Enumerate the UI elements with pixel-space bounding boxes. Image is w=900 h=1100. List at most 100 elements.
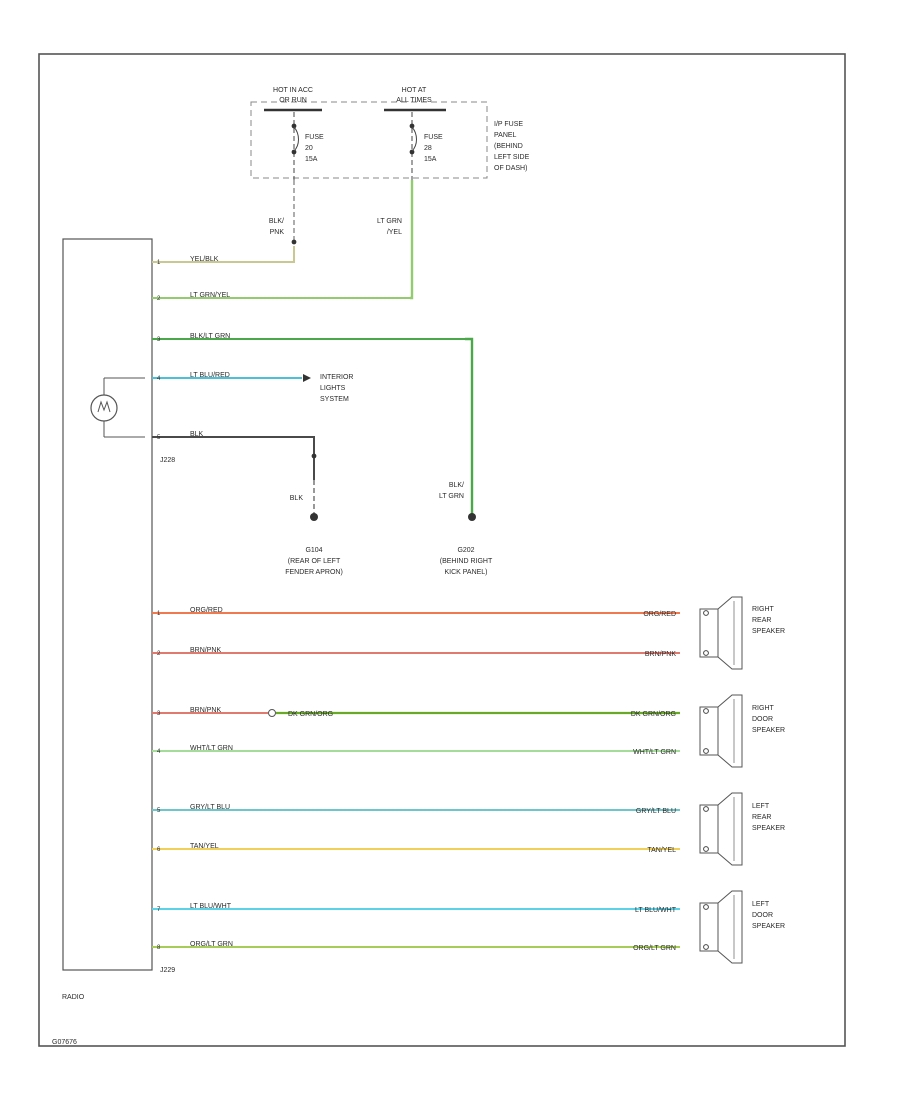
ground1-wire-label: BLK bbox=[290, 495, 304, 502]
fuse-28 bbox=[409, 112, 417, 180]
route-yel-blk bbox=[290, 246, 295, 263]
fuse1-wire-label-1: BLK/ bbox=[269, 218, 284, 225]
speaker4-line1: LEFT bbox=[752, 901, 770, 908]
radio-pin-5: 5 bbox=[157, 435, 161, 441]
speaker-terminal bbox=[703, 708, 709, 714]
radio-wire-label-13: ORG/LT GRN bbox=[190, 941, 233, 948]
radio-wire-label-8: BRN/PNK bbox=[190, 707, 221, 714]
speaker-terminal bbox=[703, 650, 709, 656]
radio-wire-label-10: GRY/LT BLU bbox=[190, 804, 230, 811]
radio-wire-label-9: WHT/LT GRN bbox=[190, 745, 233, 752]
radio-wire-label-6: ORG/RED bbox=[190, 607, 223, 614]
speaker-magnet bbox=[699, 608, 719, 658]
route-blk bbox=[308, 436, 315, 480]
radio-pin-13: 8 bbox=[157, 945, 161, 951]
ground1-line1: G104 bbox=[305, 547, 322, 554]
speakers bbox=[699, 596, 743, 964]
speaker4-line2: DOOR bbox=[752, 912, 773, 919]
speaker-magnet bbox=[699, 804, 719, 854]
radio-wire-label-7: BRN/PNK bbox=[190, 647, 221, 654]
radio-wire-label-2: LT GRN/YEL bbox=[190, 292, 230, 299]
radio-wire-label-1: YEL/BLK bbox=[190, 256, 219, 263]
ground2-line3: KICK PANEL) bbox=[444, 569, 487, 576]
interior-lights-2: LIGHTS bbox=[320, 385, 346, 392]
radio-pin-7: 2 bbox=[157, 651, 161, 657]
speaker-wire-label-7: LT BLU/WHT bbox=[635, 907, 677, 914]
speaker2-line2: DOOR bbox=[752, 716, 773, 723]
ground1-line3: FENDER APRON) bbox=[285, 569, 343, 576]
speaker1-line3: SPEAKER bbox=[752, 628, 785, 635]
radio-pin-1: 1 bbox=[157, 260, 161, 266]
speaker-wire-label-6: TAN/YEL bbox=[647, 847, 676, 854]
fuse-panel-loc-5: OF DASH) bbox=[494, 165, 527, 172]
ground2-line2: (BEHIND RIGHT bbox=[440, 558, 493, 565]
speaker-terminal bbox=[703, 748, 709, 754]
speaker-cone bbox=[717, 694, 743, 768]
connector-j229: J229 bbox=[160, 967, 175, 974]
speaker-wire-label-4: WHT/LT GRN bbox=[633, 749, 676, 756]
hot2-line2: ALL TIMES bbox=[396, 97, 432, 104]
speaker-2 bbox=[699, 694, 743, 768]
fuse-panel-loc-1: I/P FUSE bbox=[494, 121, 523, 128]
interior-lights-3: SYSTEM bbox=[320, 396, 349, 403]
radio-wires: 1 YEL/BLK 2 LT GRN/YEL 3 BLK/LT GRN 4 LT BLU/RE… bbox=[152, 256, 680, 951]
speaker-1 bbox=[699, 596, 743, 670]
radio-pin-11: 6 bbox=[157, 847, 161, 853]
radio-wire-label-3: BLK/LT GRN bbox=[190, 333, 230, 340]
speaker-terminal bbox=[703, 904, 709, 910]
route-lt-grn-yel bbox=[410, 180, 414, 300]
speaker-3 bbox=[699, 792, 743, 866]
speaker3-line1: LEFT bbox=[752, 803, 770, 810]
fuse2-label-3: 15A bbox=[424, 156, 437, 163]
fuse1-label-1: FUSE bbox=[305, 134, 324, 141]
wire-splice bbox=[268, 709, 276, 717]
speaker-cone bbox=[717, 596, 743, 670]
speaker-wire-label-5: GRY/LT BLU bbox=[636, 808, 676, 815]
connector-j228: J228 bbox=[160, 457, 175, 464]
fuse-panel-loc-2: PANEL bbox=[494, 132, 517, 139]
hot1-line1: HOT IN ACC bbox=[273, 87, 313, 94]
interior-lights-1: INTERIOR bbox=[320, 374, 353, 381]
speaker-terminal bbox=[703, 944, 709, 950]
speaker-cone bbox=[717, 890, 743, 964]
ground1-dot bbox=[310, 513, 318, 521]
speaker-wire-label-2: BRN/PNK bbox=[645, 651, 676, 658]
speaker-terminal bbox=[703, 846, 709, 852]
radio-pin-8: 3 bbox=[157, 711, 161, 717]
fuse2-wire-label-2: /YEL bbox=[387, 229, 402, 236]
speaker-wire-label-8: ORG/LT GRN bbox=[633, 945, 676, 952]
ground2-dot bbox=[468, 513, 476, 521]
fuse-panel-box bbox=[250, 101, 488, 179]
fuse1-label-2: 20 bbox=[305, 145, 313, 152]
speaker-wire-label-1: ORG/RED bbox=[643, 611, 676, 618]
ground1-line2: (REAR OF LEFT bbox=[288, 558, 341, 565]
fuse1-wire-label-2: PNK bbox=[270, 229, 285, 236]
hot1-line2: OR RUN bbox=[279, 97, 307, 104]
radio-pin-2: 2 bbox=[157, 296, 161, 302]
radio-body bbox=[62, 238, 153, 971]
fuse-20 bbox=[291, 112, 299, 180]
speaker1-line2: REAR bbox=[752, 617, 771, 624]
fuse2-label-1: FUSE bbox=[424, 134, 443, 141]
radio-pin-3: 3 bbox=[157, 337, 161, 343]
radio-wire-label-5: BLK bbox=[190, 431, 204, 438]
radio-pin-6: 1 bbox=[157, 611, 161, 617]
radio-wire-label-4: LT BLU/RED bbox=[190, 372, 230, 379]
fuse-panel-loc-4: LEFT SIDE bbox=[494, 154, 530, 161]
speaker-terminal bbox=[703, 610, 709, 616]
fuse1-label-3: 15A bbox=[305, 156, 318, 163]
fuse-panel-loc-3: (BEHIND bbox=[494, 143, 523, 150]
speaker2-line3: SPEAKER bbox=[752, 727, 785, 734]
ground1-splice-dot bbox=[311, 453, 317, 459]
interior-lights-arrow bbox=[303, 374, 311, 382]
route-blk-lt-grn bbox=[465, 337, 474, 516]
radio-pin-9: 4 bbox=[157, 749, 161, 755]
speaker-cone bbox=[717, 792, 743, 866]
fuse1-connector-dot bbox=[291, 239, 297, 245]
ground2-line1: G202 bbox=[457, 547, 474, 554]
ground2-wire-label-2: LT GRN bbox=[439, 493, 464, 500]
radio-lamp-filament bbox=[97, 400, 111, 413]
speaker-magnet bbox=[699, 902, 719, 952]
radio-pin-10: 5 bbox=[157, 808, 161, 814]
